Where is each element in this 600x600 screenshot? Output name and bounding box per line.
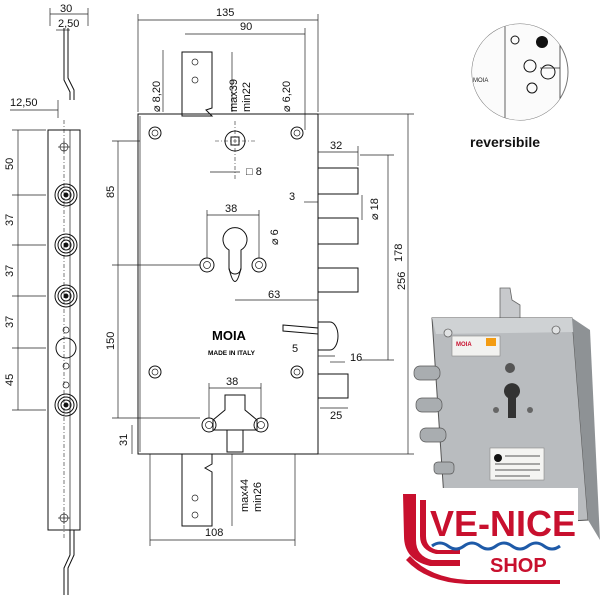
dim-strike-top-min: min22 bbox=[241, 82, 253, 112]
dim-31: 31 bbox=[118, 434, 130, 446]
dim-2-50: 2,50 bbox=[58, 18, 79, 30]
dim-strike-bottom-max: max44 bbox=[239, 479, 251, 512]
side-screw-top bbox=[58, 141, 70, 153]
inset-brand: MOIA bbox=[473, 78, 488, 84]
dim-37-c: 37 bbox=[4, 316, 16, 328]
photo-bolts bbox=[413, 365, 455, 475]
dim-latch-5: 5 bbox=[292, 343, 298, 355]
reversible-inset: MOIA reversibile bbox=[470, 23, 569, 150]
dim-latch-16: 16 bbox=[350, 352, 362, 364]
dim-37-a: 37 bbox=[4, 214, 16, 226]
dim-bolt-32: 32 bbox=[330, 140, 342, 152]
dim-square-8: □ 8 bbox=[246, 166, 262, 178]
dim-256: 256 bbox=[396, 272, 408, 290]
dim-85: 85 bbox=[105, 186, 117, 198]
dim-gap-3: 3 bbox=[289, 191, 295, 203]
logo-text-sub: SHOP bbox=[490, 555, 547, 577]
dim-hole-8-20: ⌀ 8,20 bbox=[151, 81, 163, 112]
ve-nice-shop-logo: VE-NICE SHOP bbox=[398, 488, 578, 584]
side-screw-bottom bbox=[58, 512, 70, 524]
dim-90: 90 bbox=[240, 21, 252, 33]
dim-37-b: 37 bbox=[4, 265, 16, 277]
logo-text-main: VE-NICE bbox=[430, 503, 576, 544]
body-screw-tl bbox=[148, 126, 162, 140]
body-screw-tr bbox=[290, 126, 304, 140]
body-made-in: MADE IN ITALY bbox=[208, 350, 256, 357]
side-bolt-4 bbox=[54, 381, 78, 417]
body-screw-bl bbox=[148, 365, 162, 379]
lock-photo: MOIA bbox=[413, 287, 600, 540]
dim-bolt-dia-18: ⌀ 18 bbox=[369, 198, 381, 220]
dim-108: 108 bbox=[205, 527, 223, 539]
body-brand: MOIA bbox=[212, 328, 247, 343]
front-view: 135 90 ⌀ 8,20 max39 min22 ⌀ 6,20 □ 8 bbox=[105, 7, 414, 546]
dim-hole-6: ⌀ 6 bbox=[269, 229, 281, 245]
dim-12-50: 12,50 bbox=[10, 97, 38, 109]
dim-cyl-38-upper: 38 bbox=[225, 203, 237, 215]
dim-hole-6-20: ⌀ 6,20 bbox=[281, 81, 293, 112]
dim-178: 178 bbox=[393, 244, 405, 262]
side-bolt-2 bbox=[54, 233, 78, 257]
dim-strike-bottom-min: min26 bbox=[252, 482, 264, 512]
photo-brand: MOIA bbox=[456, 342, 472, 348]
side-view: 30 2,50 12,50 bbox=[4, 3, 89, 595]
dim-cyl-38-lower: 38 bbox=[226, 376, 238, 388]
side-bolt-1 bbox=[54, 183, 78, 207]
side-bolt-3 bbox=[54, 284, 78, 308]
side-latch bbox=[55, 326, 77, 370]
dim-63: 63 bbox=[268, 289, 280, 301]
dim-30: 30 bbox=[60, 3, 72, 15]
dim-50: 50 bbox=[4, 158, 16, 170]
dim-45: 45 bbox=[4, 374, 16, 386]
reversible-label: reversibile bbox=[470, 134, 540, 150]
dim-135: 135 bbox=[216, 7, 234, 19]
dim-strike-top-max: max39 bbox=[228, 79, 240, 112]
dim-150: 150 bbox=[105, 332, 117, 350]
dim-deadbolt-25: 25 bbox=[330, 410, 342, 422]
body-screw-br bbox=[290, 365, 304, 379]
